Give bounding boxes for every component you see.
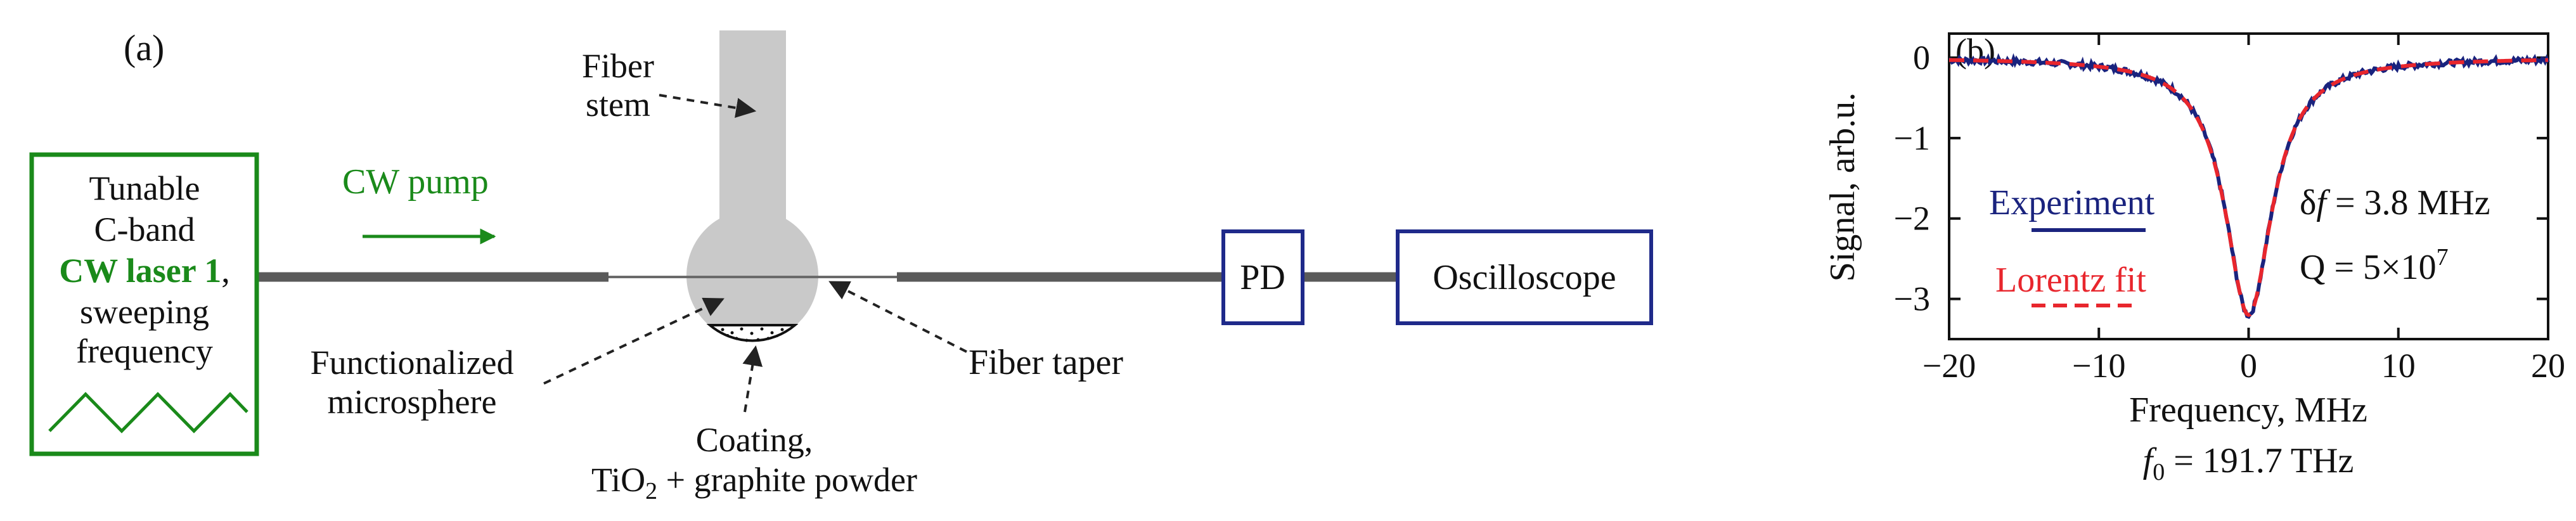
plot-series [1948,53,2550,319]
series-lorentz-fit-line [1949,58,2548,318]
x-axis-label: Frequency, MHz [2129,390,2367,430]
cw-pump-label: CW pump [342,162,489,202]
fiber-stem [719,30,786,221]
fiber-stem-arrow [659,94,757,119]
y-axis-label: Signal, arb.u. [1823,93,1862,282]
oscilloscope-box [1396,229,1653,325]
delta-f-value: = 3.8 MHz [2326,183,2490,222]
q-factor-exponent: 7 [2437,244,2449,271]
pd-label: PD [1240,258,1285,297]
fiber-stem-label-1: Fiber [582,47,654,85]
fiber-stem-label-2: stem [586,86,650,124]
functionalized-label-1: Functionalized [311,344,514,382]
functionalized-arrow [543,297,724,385]
coating-tio: TiO [591,461,645,499]
x-tick-label: 0 [2240,347,2257,385]
oscilloscope-label: Oscilloscope [1433,258,1616,297]
y-tick-label: 0 [1913,39,1930,77]
coating-particles [721,327,784,342]
y-tick-label: −1 [1894,119,1930,157]
laser-line4: sweeping [80,293,209,331]
x-tick-label: −20 [1922,347,1976,385]
functionalized-label-2: microsphere [328,383,497,421]
coating-rest: + graphite powder [657,461,917,499]
panel-a: (a) Tunable C-band CW laser 1, sweeping … [29,27,1653,505]
legend-experiment-label: Experiment [1989,183,2155,222]
coating-label-2: TiO2 + graphite powder [591,461,917,505]
f0-sub: 0 [2153,459,2165,486]
x-tick-label: −10 [2072,347,2125,385]
f0-annotation: f0 = 191.7 THz [2143,441,2354,486]
y-tick-label: −2 [1894,200,1930,238]
fiber-taper-label: Fiber taper [969,343,1123,382]
laser-line3-suffix: , [221,252,230,290]
f0-value: = 191.7 THz [2165,441,2354,480]
delta-symbol: δ [2300,183,2316,222]
y-tick-label: −3 [1894,280,1930,318]
laser-line2: C-band [94,210,195,248]
laser-line5: frequency [76,332,213,370]
axis-tick-labels: −20 −10 0 10 20 0 −1 −2 −3 [1894,39,2565,385]
x-tick-label: 20 [2531,347,2565,385]
panel-a-label: (a) [124,27,164,68]
pd-box [1221,229,1304,325]
coating-label-1: Coating, [696,421,813,459]
laser-line3: CW laser 1, [59,252,230,290]
sweep-sawtooth-icon [48,392,248,434]
legend-fit-label: Lorentz fit [1995,260,2146,300]
fiber-taper-arrow [828,281,967,353]
q-factor-annotation: Q = 5×107 [2300,244,2449,287]
x-tick-label: 10 [2381,347,2416,385]
delta-f-annotation: δf = 3.8 MHz [2300,183,2490,222]
laser-line3-bold: CW laser 1 [59,252,221,290]
coating-subscript: 2 [645,478,657,505]
coating-arrow [742,345,763,413]
q-factor-base: Q = 5×10 [2300,248,2437,287]
laser-line1: Tunable [89,169,200,207]
